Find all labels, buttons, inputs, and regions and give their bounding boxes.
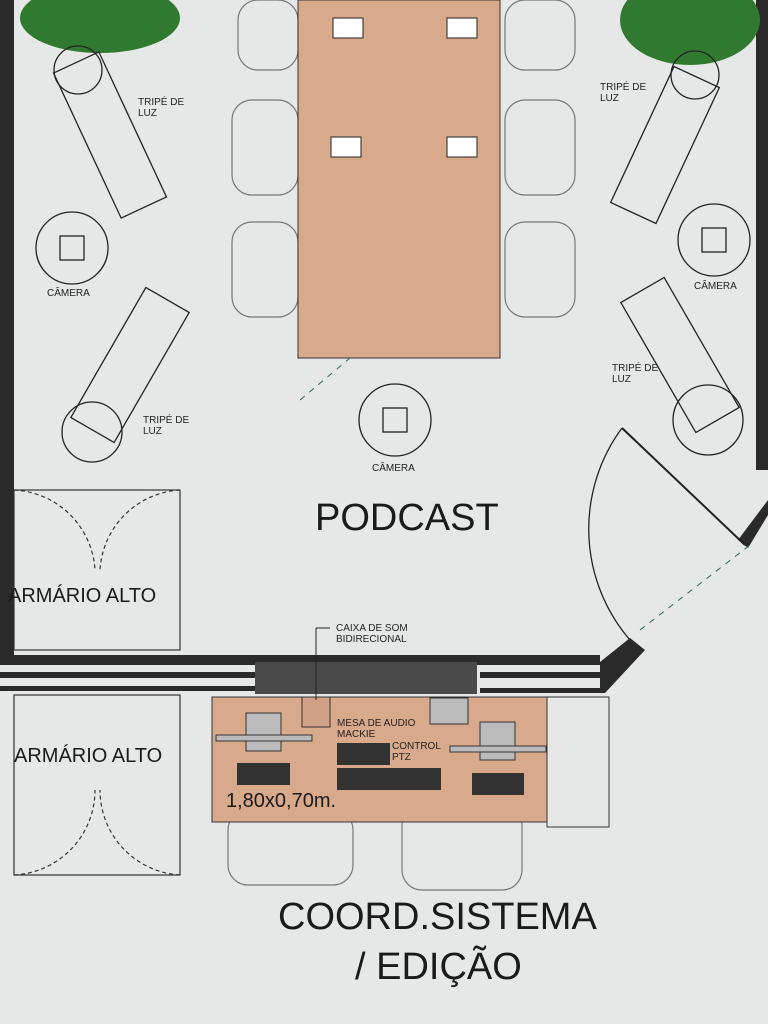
light-tripods <box>52 45 744 463</box>
label-armario-bottom: ARMÁRIO ALTO <box>14 745 163 767</box>
left-wall <box>0 0 14 655</box>
speaker-box <box>301 696 331 728</box>
room-podcast: PODCAST <box>315 497 499 539</box>
partition-wall <box>0 655 600 665</box>
cabinets <box>13 489 181 876</box>
label-armario-top: ARMÁRIO ALTO <box>8 585 157 607</box>
label-camera-left: CÂMERA <box>47 288 90 299</box>
label-desk-size: 1,80x0,70m. <box>226 790 337 812</box>
room-coord-line2: / EDIÇÃO <box>355 946 522 988</box>
plant-right <box>620 0 760 65</box>
monitors <box>215 697 547 761</box>
plant-left <box>20 0 180 53</box>
label-camera-right: CÂMERA <box>694 281 737 292</box>
room-coord-line1: COORD.SISTEMA <box>278 896 597 938</box>
cameras <box>35 203 751 457</box>
right-wall <box>756 0 768 470</box>
label-camera-center: CÂMERA <box>372 463 415 474</box>
microphones <box>330 17 478 158</box>
podcast-table <box>297 0 501 359</box>
keyboards <box>237 743 524 795</box>
